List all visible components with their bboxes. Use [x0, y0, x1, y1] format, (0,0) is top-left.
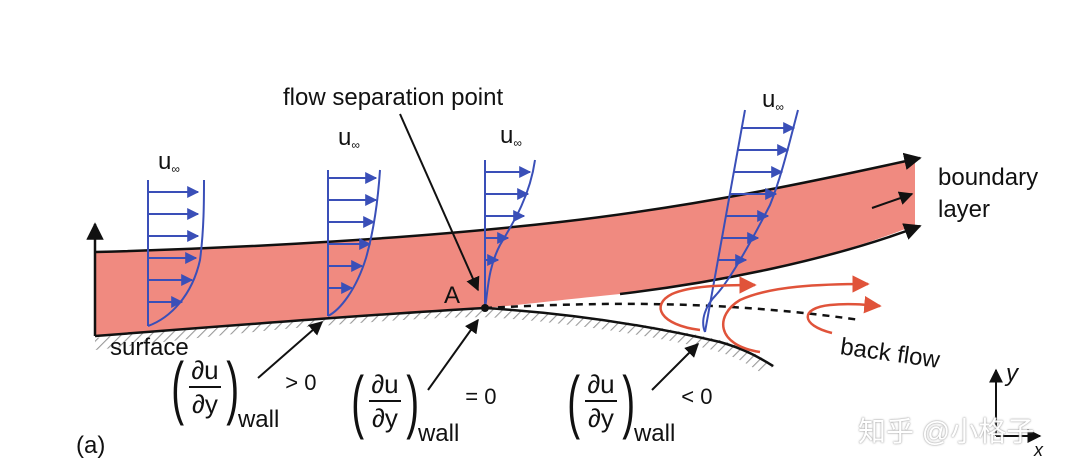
wall-gradient-zero: ( ∂u∂y ) wall = 0 — [351, 362, 497, 447]
freestream-velocity-label-3: u∞ — [500, 122, 522, 150]
wall-gradient-pointer-1 — [257, 321, 324, 379]
velocity-profile-1 — [147, 179, 205, 327]
x-axis-label: x — [1034, 440, 1043, 460]
wall-gradient-pointer-2 — [427, 318, 479, 391]
wall-gradient-positive: ( ∂u∂y ) wall > 0 — [171, 348, 317, 433]
back-flow-arrow-3 — [806, 295, 882, 335]
wall-gradient-pointer-3 — [651, 343, 699, 391]
freestream-velocity-label-1: u∞ — [158, 148, 180, 176]
velocity-profile-3 — [484, 159, 536, 309]
boundary-layer-top-edge — [94, 152, 922, 254]
panel-label: (a) — [76, 432, 106, 459]
point-a-label: A — [444, 282, 461, 309]
back-flow-arrow-1 — [659, 276, 757, 332]
separation-point-dot — [481, 304, 489, 312]
watermark: 知乎 @小格子 — [858, 416, 1035, 447]
freestream-velocity-label-2: u∞ — [338, 124, 360, 152]
wall-gradient-negative: ( ∂u∂y ) wall < 0 — [567, 362, 713, 447]
separation-pointer-arrow — [399, 113, 480, 292]
boundary-layer-pointer-arrow — [871, 191, 914, 209]
separated-surface-line — [484, 306, 774, 368]
velocity-profile-4 — [702, 109, 799, 333]
boundary-layer-label-line1: boundary — [938, 164, 1039, 191]
velocity-profile-2 — [327, 169, 381, 317]
surface-label: surface — [110, 334, 189, 361]
surface-line — [94, 306, 486, 338]
boundary-layer-region — [95, 160, 915, 336]
y-axis-label: y — [1006, 360, 1018, 387]
boundary-layer-lower-edge — [619, 223, 922, 296]
freestream-velocity-label-4: u∞ — [762, 86, 784, 114]
boundary-layer-label-line2: layer — [938, 196, 991, 223]
back-flow-arrow-2 — [722, 275, 870, 354]
flow-separation-point-label: flow separation point — [283, 84, 504, 111]
